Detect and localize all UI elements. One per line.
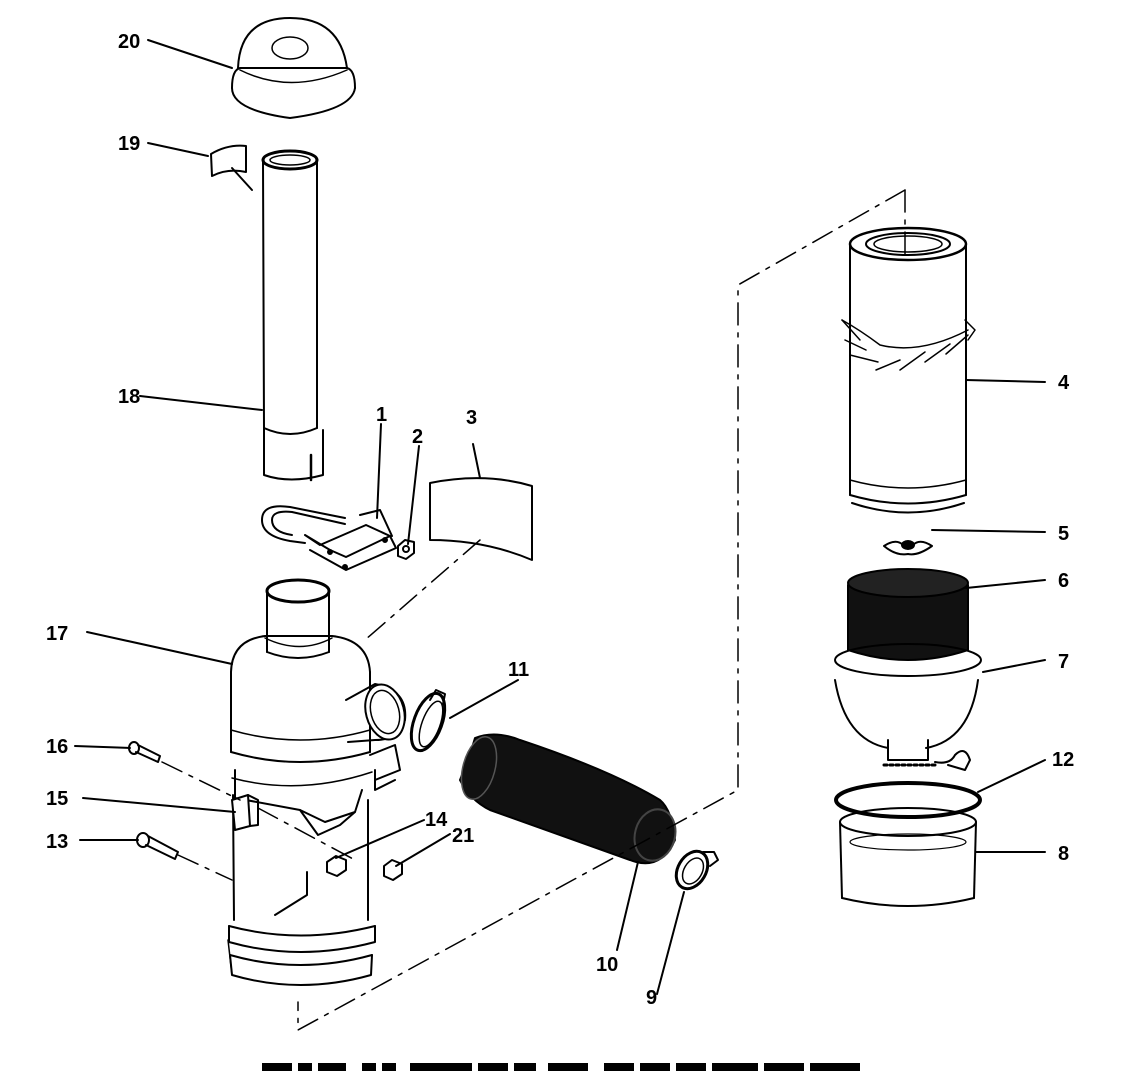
callout-4: 4 <box>1058 372 1070 394</box>
part-10-hose <box>459 733 677 865</box>
callout-14: 14 <box>425 809 448 831</box>
callout-12: 12 <box>1052 749 1074 771</box>
callout-1: 1 <box>376 404 387 426</box>
part-6-safety-element <box>847 568 969 661</box>
callout-19: 19 <box>118 133 140 155</box>
part-2-nut <box>397 539 415 560</box>
part-7-clamp-ring <box>834 643 982 771</box>
part-3-curved-band <box>429 477 533 561</box>
callout-21: 21 <box>452 825 474 847</box>
callout-16: 16 <box>46 736 68 758</box>
callout-11: 11 <box>508 659 529 681</box>
callout-17: 17 <box>46 623 68 645</box>
callout-18: 18 <box>118 386 140 408</box>
part-18-tube <box>261 149 324 482</box>
part-8-dust-cup <box>839 807 977 907</box>
part-16-bolt <box>128 741 161 763</box>
part-19-clamp-strip <box>210 144 253 191</box>
part-14-nut <box>326 855 347 877</box>
leader-lines <box>74 39 1046 995</box>
callout-8: 8 <box>1058 843 1069 865</box>
callout-5: 5 <box>1058 523 1069 545</box>
part-15-clip <box>231 794 259 831</box>
part-4-filter-element <box>841 226 976 514</box>
callout-9: 9 <box>646 987 657 1009</box>
part-20-rain-cap <box>231 17 356 119</box>
assembly-centerlines <box>161 189 906 1031</box>
callout-10: 10 <box>596 954 618 976</box>
callout-labels: 20 19 18 1 2 3 4 5 6 7 12 8 17 11 16 15 … <box>46 31 1074 1009</box>
callout-6: 6 <box>1058 570 1069 592</box>
part-5-wing-nut <box>883 540 933 556</box>
callout-20: 20 <box>118 31 140 53</box>
part-11-hose-clamp <box>409 689 447 753</box>
part-13-bolt <box>136 832 179 860</box>
part-9-hose-clamp <box>674 849 719 891</box>
callout-2: 2 <box>412 426 423 448</box>
callout-13: 13 <box>46 831 68 853</box>
callout-7: 7 <box>1058 651 1069 673</box>
part-17-housing <box>227 578 407 986</box>
callout-15: 15 <box>46 788 68 810</box>
part-12-gasket <box>834 781 982 819</box>
part-1-u-bolt-clamp <box>261 505 397 571</box>
cropped-caption-strip <box>262 1063 860 1071</box>
callout-3: 3 <box>466 407 477 429</box>
